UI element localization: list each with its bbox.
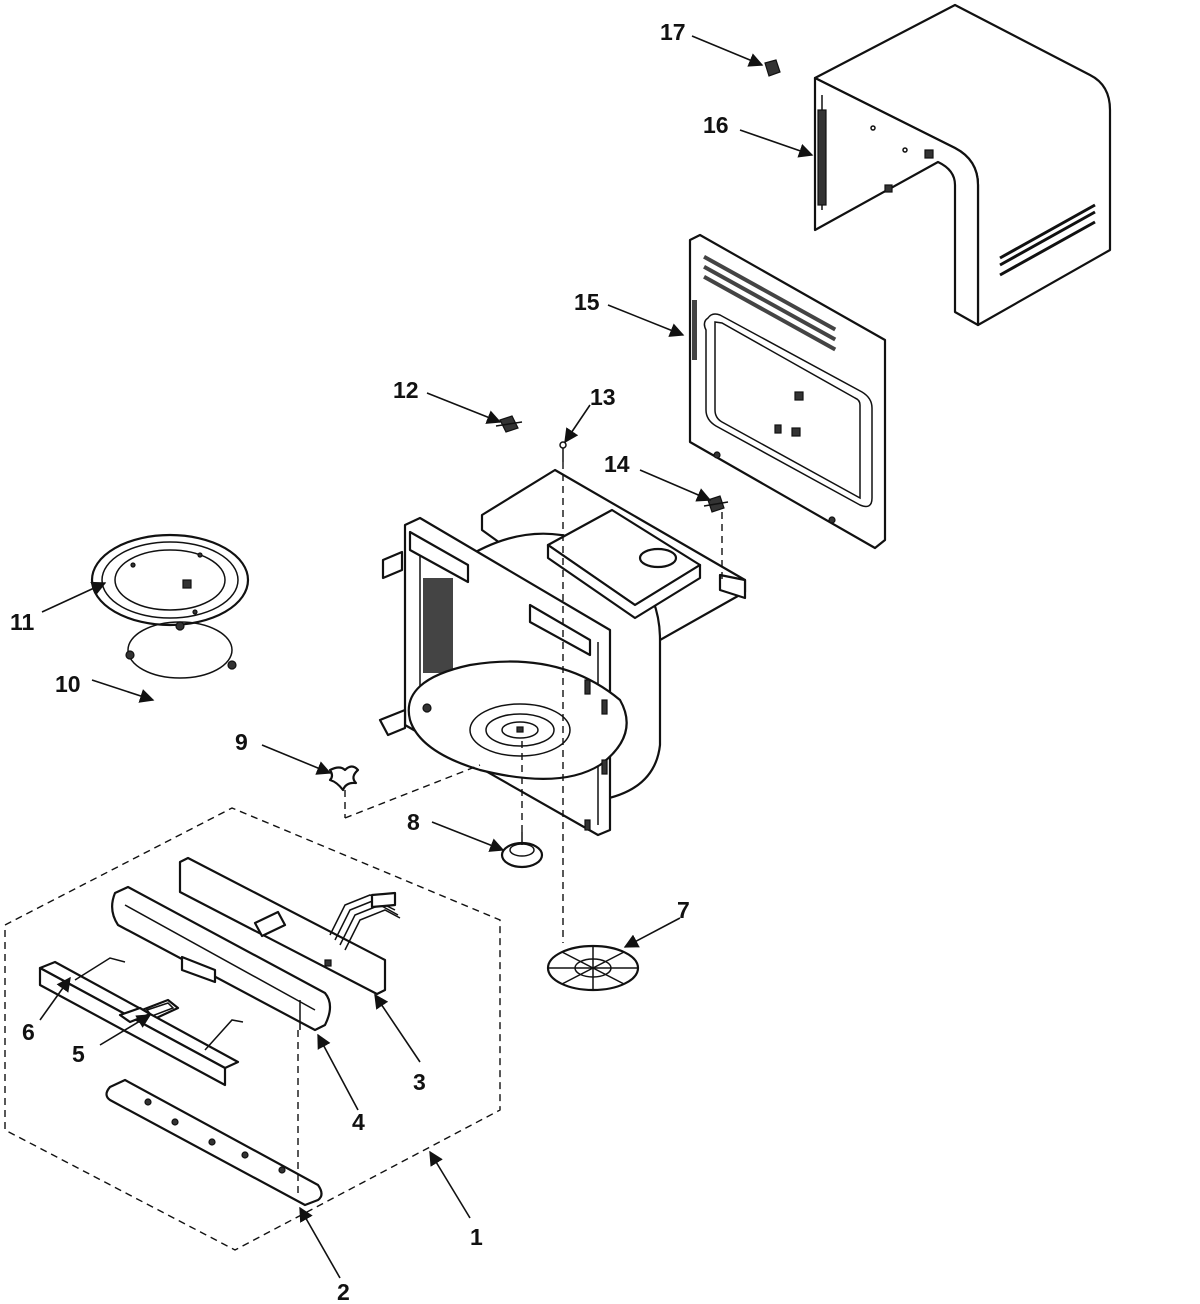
callout-6: 6: [22, 1019, 35, 1045]
callout-labels: 17 16 15 12 13 14 11 10 9 8 7 3 4 5 6 1 …: [10, 19, 729, 1304]
callout-4: 4: [352, 1109, 365, 1135]
control-panel-assembly-box: [4, 807, 501, 1251]
oven-cavity-assembly: [378, 468, 747, 837]
leader-lines: [39, 35, 814, 1279]
part-15-rear-panel: [688, 233, 887, 550]
part-9-coupler: [328, 765, 360, 792]
part-17-clip: [764, 59, 781, 77]
callout-5: 5: [72, 1041, 85, 1067]
part-14-clip: [703, 495, 729, 513]
part-12-clip: [495, 415, 523, 433]
callout-17: 17: [660, 19, 686, 45]
callout-11: 11: [10, 609, 35, 635]
callout-16: 16: [703, 112, 729, 138]
part-16-outer-cabinet: [813, 3, 1112, 327]
callout-15: 15: [574, 289, 600, 315]
part-11-glass-tray: [90, 533, 250, 627]
callout-9: 9: [235, 729, 248, 755]
callout-8: 8: [407, 809, 420, 835]
callout-3: 3: [413, 1069, 426, 1095]
callout-2: 2: [337, 1279, 350, 1304]
callout-7: 7: [677, 897, 690, 923]
callout-1: 1: [470, 1224, 483, 1250]
callout-10: 10: [55, 671, 81, 697]
part-13-screw: [559, 441, 567, 462]
part-4-panel-housing: [111, 885, 332, 1032]
part-10-roller-ring: [125, 621, 237, 679]
callout-12: 12: [393, 377, 419, 403]
part-3-control-board: [178, 856, 401, 996]
callout-14: 14: [604, 451, 630, 477]
part-2-trim-strip: [105, 1078, 323, 1207]
callout-13: 13: [590, 384, 616, 410]
part-7-stirrer: [546, 944, 640, 992]
part-8-motor: [500, 832, 544, 869]
alignment-lines: [297, 462, 723, 1195]
